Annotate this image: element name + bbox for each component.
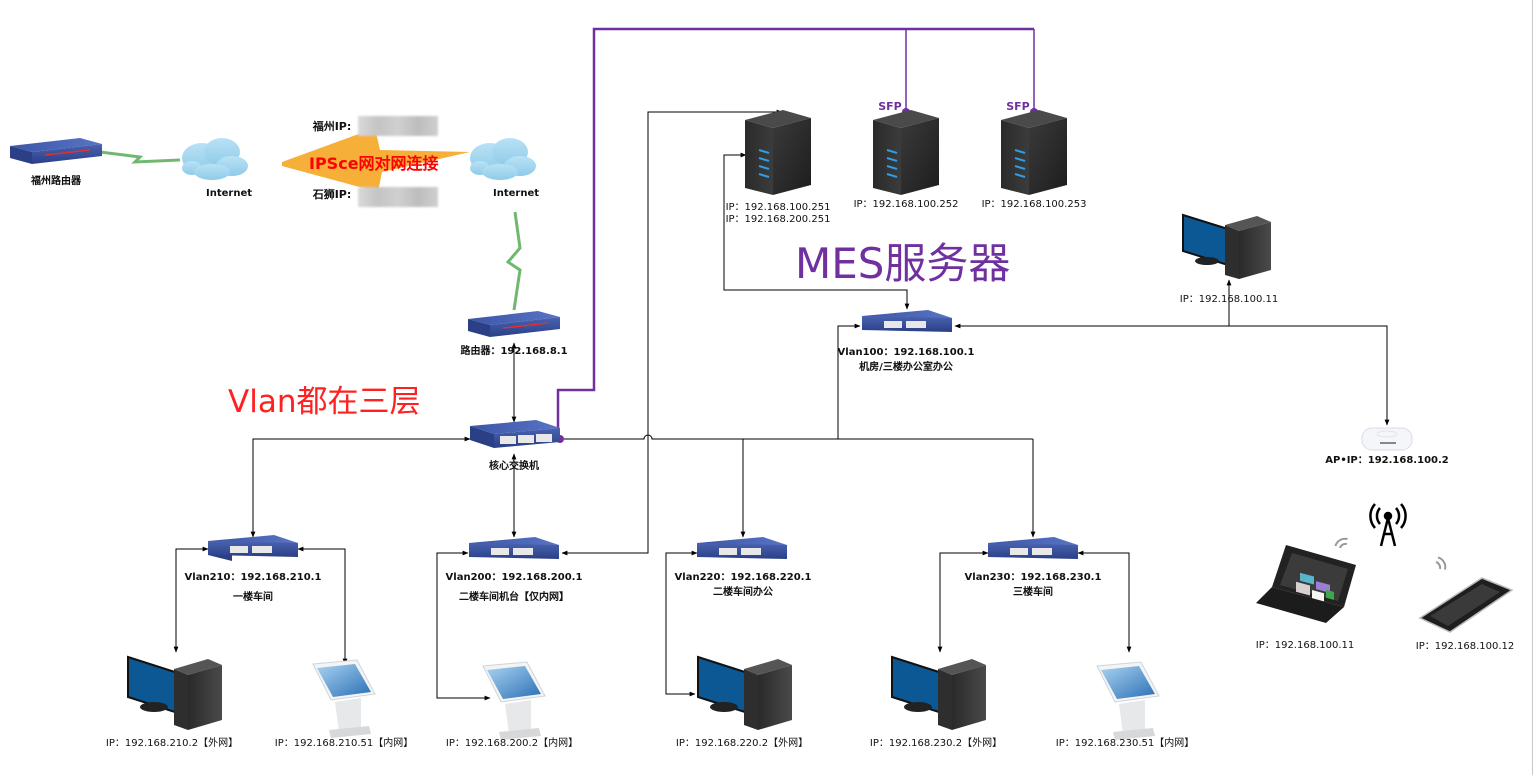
link-bus-vlan100 — [837, 323, 861, 439]
switch-icon — [208, 535, 298, 561]
vlan100-switch-desc: 机房/三楼办公室办公 — [859, 362, 953, 373]
desktop-pc-icon — [127, 655, 222, 730]
access-point-ip: AP•IP：192.168.100.2 — [1325, 455, 1449, 466]
smartphone-icon — [1418, 577, 1514, 633]
vlan210-switch-desc: 一楼车间 — [233, 592, 273, 603]
endpoint-ip: IP：192.168.210.2【外网】 — [105, 738, 239, 749]
shishi-ip-label: 石狮IP: — [312, 188, 352, 201]
link-vlan230-kiosk — [1077, 550, 1132, 653]
wan-link-shishi — [505, 211, 522, 311]
server-253-ip: IP：192.168.100.253 — [981, 199, 1087, 210]
fuzhou-ip-label: 福州IP: — [312, 120, 352, 133]
wan-link-fuzhou — [99, 150, 181, 164]
router-label: 路由器：192.168.8.1 — [460, 346, 568, 357]
vlan200-switch-label: Vlan200：192.168.200.1 — [445, 572, 583, 583]
link-vlan100-server — [723, 152, 910, 310]
vlan200-switch-desc: 二楼车间机台【仅内网】 — [459, 592, 569, 603]
server-icon — [745, 110, 811, 195]
vpn-connection-label: IPSce网对网连接 — [309, 154, 439, 173]
kiosk-terminal-icon — [312, 659, 376, 738]
mes-server-title: MES服务器 — [795, 239, 1011, 288]
vlan-layer3-title: Vlan都在三层 — [228, 384, 421, 420]
shishi-ip-redacted — [358, 187, 438, 207]
router-icon — [10, 138, 102, 164]
core-switch-label: 核心交换机 — [489, 461, 539, 472]
vlan220-switch-desc: 二楼车间办公 — [713, 587, 773, 598]
server-icon — [873, 110, 939, 195]
endpoint-ip: IP：192.168.200.2【内网】 — [445, 738, 579, 749]
office-pc-ip: IP：192.168.100.11 — [1179, 294, 1279, 305]
desktop-pc-icon — [697, 655, 792, 730]
vpn-link-bolt — [282, 128, 470, 192]
kiosk-terminal-icon — [1096, 661, 1160, 740]
wireless-tower-icon — [1369, 503, 1407, 547]
link-core-bus — [564, 434, 1033, 440]
kiosk-terminal-icon — [482, 661, 546, 740]
core-switch-icon — [470, 420, 560, 448]
link-vlan200-server — [561, 109, 783, 556]
link-vlan220-pc — [665, 550, 698, 697]
server-252-ip: IP：192.168.100.252 — [853, 199, 959, 210]
cloud-icon — [470, 138, 536, 180]
server-251-ip-2: IP：192.168.200.251 — [725, 214, 831, 225]
phone-ip: IP：192.168.100.12 — [1415, 641, 1515, 652]
switch-icon — [988, 537, 1078, 559]
desktop-pc-icon — [891, 655, 986, 730]
link-vlan210-kiosk — [297, 546, 348, 665]
fuzhou-router-label: 福州路由器 — [31, 176, 81, 187]
link-vlan200-kiosk — [436, 550, 491, 701]
server-icon — [1001, 110, 1067, 195]
fuzhou-ip-redacted — [358, 116, 438, 136]
sfp-label-252: SFP — [878, 100, 902, 113]
access-point-icon — [1361, 427, 1413, 451]
link-core-vlan210 — [250, 436, 471, 538]
router-icon — [468, 311, 560, 337]
wifi-signal-icon — [1334, 537, 1348, 549]
vlan100-switch-label: Vlan100：192.168.100.1 — [837, 347, 975, 358]
vlan210-switch-label: Vlan210：192.168.210.1 — [184, 572, 322, 583]
switch-icon — [862, 310, 952, 332]
vlan220-switch-label: Vlan220：192.168.220.1 — [674, 572, 812, 583]
cloud-icon — [182, 138, 248, 180]
server-251-ip-1: IP：192.168.100.251 — [725, 202, 831, 213]
laptop-ip: IP：192.168.100.11 — [1255, 640, 1355, 651]
link-vlan210-pc — [173, 546, 209, 653]
laptop-icon — [1256, 545, 1356, 623]
internet-label-left: Internet — [205, 188, 253, 199]
endpoint-ip: IP：192.168.210.51【内网】 — [274, 738, 414, 749]
endpoint-ip: IP：192.168.220.2【外网】 — [675, 738, 809, 749]
endpoint-ip: IP：192.168.230.2【外网】 — [869, 738, 1003, 749]
sfp-link — [556, 27, 1034, 439]
vlan230-switch-label: Vlan230：192.168.230.1 — [964, 572, 1102, 583]
internet-label-right: Internet — [492, 188, 540, 199]
sfp-label-253: SFP — [1006, 100, 1030, 113]
wifi-signal-icon — [1435, 556, 1447, 570]
page-border — [1532, 0, 1533, 775]
link-vlan230-pc — [937, 550, 989, 653]
endpoint-ip: IP：192.168.230.51【内网】 — [1055, 738, 1195, 749]
link-vlan100-right — [954, 323, 1390, 426]
desktop-pc-icon — [1182, 213, 1271, 279]
vlan230-switch-desc: 三楼车间 — [1013, 587, 1053, 598]
switch-icon — [697, 537, 787, 559]
switch-icon — [469, 537, 559, 559]
